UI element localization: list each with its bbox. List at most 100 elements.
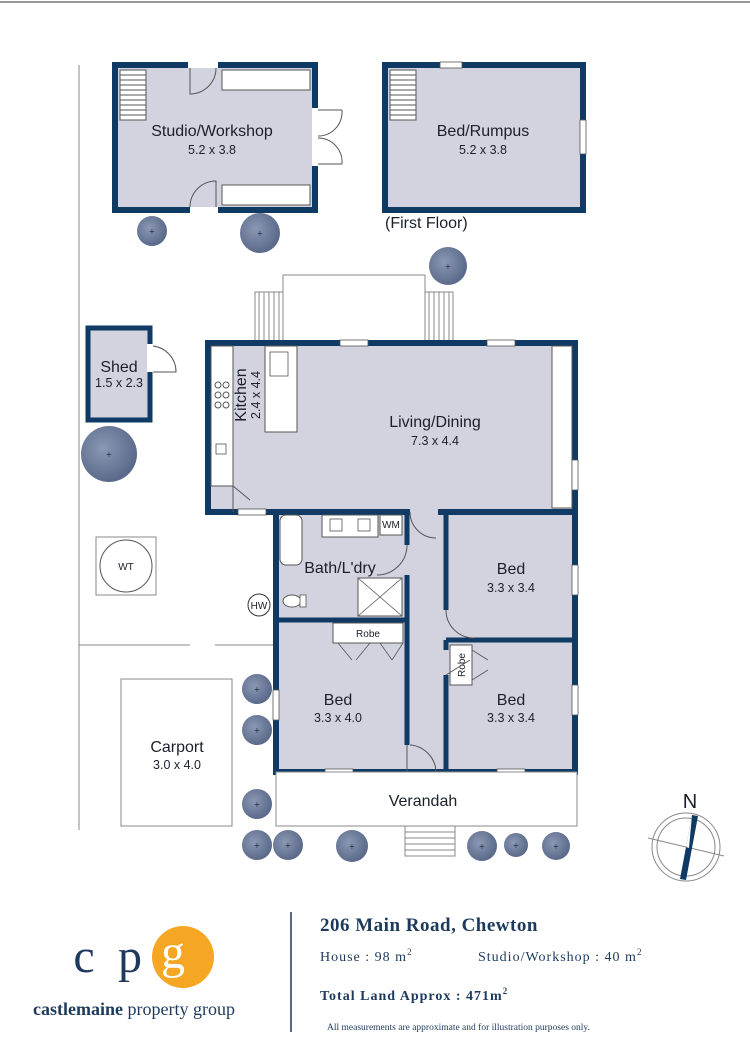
wm-label: WM bbox=[382, 520, 400, 531]
wt-label: WT bbox=[118, 562, 134, 573]
robe-bed2 bbox=[332, 622, 404, 644]
verandah: Verandah bbox=[275, 771, 578, 857]
carport-dims: 3.0 x 4.0 bbox=[153, 758, 201, 772]
svg-text:+: + bbox=[349, 842, 355, 853]
svg-text:+: + bbox=[149, 227, 155, 238]
disclaimer: All measurements are approximate and for… bbox=[327, 1022, 590, 1033]
shrub-icon: + bbox=[273, 830, 303, 860]
bed-rumpus: Bed/Rumpus 5.2 x 3.8 bbox=[382, 61, 587, 213]
shrub-icon: + bbox=[242, 674, 272, 704]
bed2-name: Bed bbox=[324, 692, 352, 709]
rumpus-window-top bbox=[439, 61, 463, 69]
carport-name: Carport bbox=[150, 739, 204, 756]
living-dims: 7.3 x 4.4 bbox=[411, 434, 459, 448]
rear-deck bbox=[254, 274, 454, 344]
shrub-icon: + bbox=[542, 832, 570, 860]
studio-bench-bottom bbox=[221, 184, 311, 206]
svg-text:+: + bbox=[553, 842, 559, 853]
logo-letter-p: p bbox=[118, 930, 142, 983]
svg-text:+: + bbox=[254, 841, 260, 852]
svg-text:+: + bbox=[479, 842, 485, 853]
property-address: 206 Main Road, Chewton bbox=[320, 915, 538, 936]
shed-door bbox=[152, 345, 177, 373]
kitchen-name: Kitchen bbox=[233, 368, 250, 421]
robe-bed3 bbox=[449, 644, 473, 686]
hw-label: HW bbox=[251, 601, 268, 612]
svg-text:+: + bbox=[254, 726, 260, 737]
first-floor-note: (First Floor) bbox=[385, 215, 468, 232]
studio-name: Studio/Workshop bbox=[151, 123, 273, 140]
shrub-icon: + bbox=[429, 247, 467, 285]
studio-door-bottom bbox=[189, 180, 217, 208]
studio-area: Studio/Workshop : 40 m2 bbox=[478, 947, 642, 965]
pantry-door bbox=[232, 485, 251, 512]
bed1-name: Bed bbox=[497, 561, 525, 578]
shrub-icon: + bbox=[242, 789, 272, 819]
toilet bbox=[282, 594, 302, 608]
studio-double-doors bbox=[317, 109, 343, 165]
hot-water-tank: HW bbox=[247, 593, 271, 617]
shrub-icon: + bbox=[81, 426, 137, 482]
studio-bench-top bbox=[221, 69, 311, 91]
washing-machine bbox=[379, 514, 403, 536]
svg-text:+: + bbox=[254, 685, 260, 696]
verandah-name: Verandah bbox=[389, 793, 458, 810]
svg-text:+: + bbox=[513, 841, 519, 852]
shed-name: Shed bbox=[100, 359, 137, 376]
studio-workshop: Studio/Workshop 5.2 x 3.8 bbox=[112, 62, 343, 213]
shrub-icon: + bbox=[242, 715, 272, 745]
svg-text:+: + bbox=[254, 800, 260, 811]
bed1-dims: 3.3 x 3.4 bbox=[487, 581, 535, 595]
studio-dims: 5.2 x 3.8 bbox=[188, 143, 236, 157]
brand-name: castlemaine property group bbox=[33, 999, 235, 1019]
bath-name: Bath/L'dry bbox=[304, 560, 376, 577]
shrub-icon: + bbox=[242, 830, 272, 860]
land-area: Total Land Approx : 471m2 bbox=[320, 986, 508, 1004]
shed-dims: 1.5 x 2.3 bbox=[95, 376, 143, 390]
rumpus-name: Bed/Rumpus bbox=[437, 123, 530, 140]
brand-name-bold: castlemaine bbox=[33, 999, 123, 1019]
logo-orange-circle bbox=[152, 926, 214, 988]
living-robe bbox=[551, 345, 573, 509]
logo-letter-c: c bbox=[73, 930, 94, 983]
north-compass: N bbox=[647, 791, 725, 882]
brand-name-rest: property group bbox=[123, 999, 235, 1019]
water-tank: WT bbox=[95, 536, 157, 596]
shed: Shed 1.5 x 2.3 bbox=[85, 325, 177, 423]
shrub-icon: + bbox=[137, 216, 167, 246]
front-door bbox=[406, 744, 437, 773]
robe-bed2-label: Robe bbox=[356, 629, 380, 640]
kitchen-bench bbox=[210, 345, 234, 487]
studio-door-top bbox=[189, 67, 217, 95]
shrubs: + + + + + + + + + + + + + bbox=[81, 213, 570, 862]
rumpus-window-right bbox=[579, 119, 587, 155]
bathtub bbox=[279, 514, 303, 566]
svg-text:+: + bbox=[257, 229, 263, 240]
brand-logo: c p g castlemaine property group bbox=[33, 926, 235, 1019]
svg-text:+: + bbox=[106, 450, 112, 461]
shrub-icon: + bbox=[240, 213, 280, 253]
house-area: House : 98 m2 bbox=[320, 947, 413, 965]
carport: Carport 3.0 x 4.0 bbox=[120, 678, 233, 827]
living-name: Living/Dining bbox=[389, 414, 481, 431]
shrub-icon: + bbox=[504, 833, 528, 857]
kitchen-dims: 2.4 x 4.4 bbox=[249, 371, 263, 419]
studio-stairs bbox=[119, 69, 147, 121]
shrub-icon: + bbox=[336, 830, 368, 862]
bed2-dims: 3.3 x 4.0 bbox=[314, 711, 362, 725]
bath-door bbox=[376, 544, 408, 576]
compass-north-label: N bbox=[683, 791, 697, 813]
bed3-dims: 3.3 x 3.4 bbox=[487, 711, 535, 725]
main-house: WM Bath/L'dry Robe Robe Kitchen 2.4 x 4.… bbox=[205, 339, 579, 776]
footer: c p g castlemaine property group 206 Mai… bbox=[33, 912, 642, 1033]
logo-letter-g: g bbox=[161, 926, 185, 979]
rumpus-stairs bbox=[389, 69, 417, 121]
bed1-door bbox=[445, 609, 475, 639]
svg-text:+: + bbox=[285, 841, 291, 852]
bed3-door bbox=[445, 659, 471, 676]
bed3-name: Bed bbox=[497, 692, 525, 709]
svg-text:+: + bbox=[445, 262, 451, 273]
rumpus-dims: 5.2 x 3.8 bbox=[459, 143, 507, 157]
shrub-icon: + bbox=[467, 831, 497, 861]
